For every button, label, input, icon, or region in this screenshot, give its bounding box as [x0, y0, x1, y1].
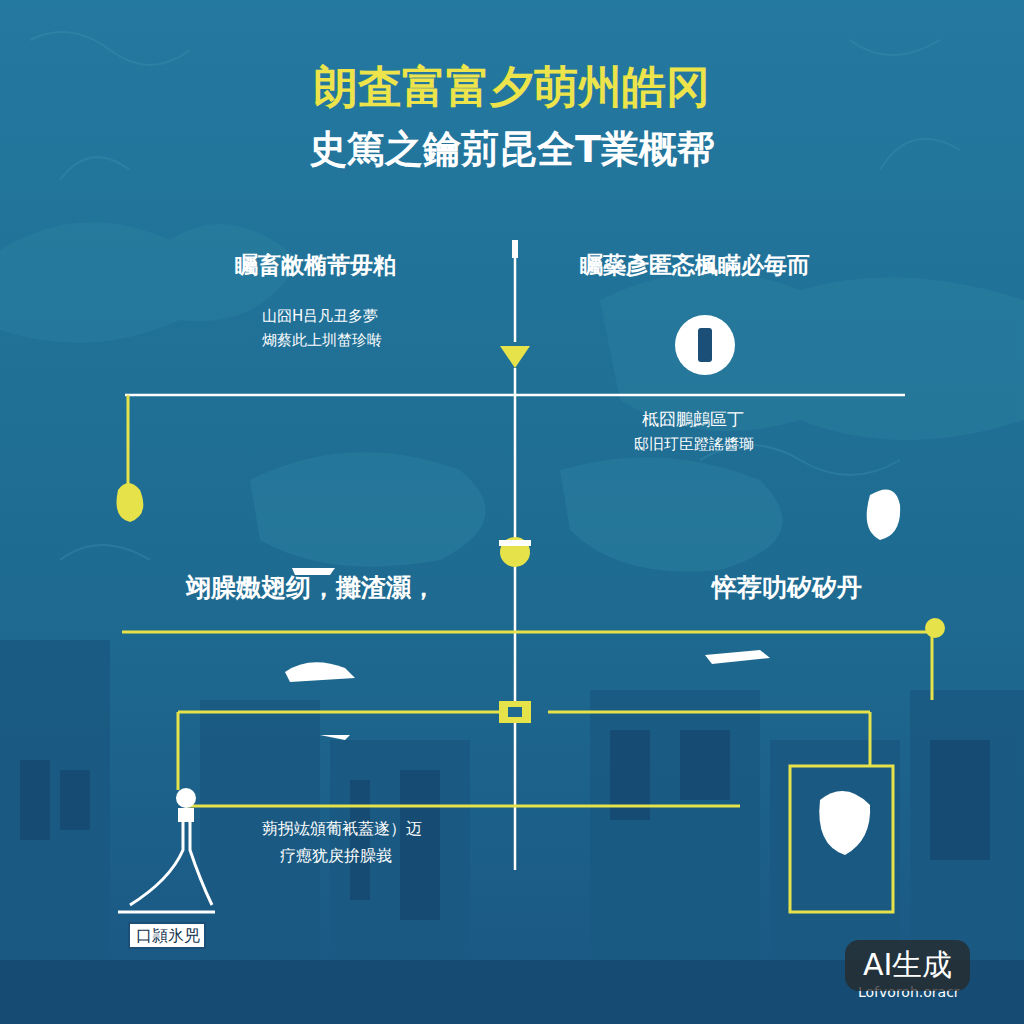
body-label: 蒴拐竑頒葡衹蓋遂）迈 [262, 820, 422, 838]
box-label: 口頴氷兕 [136, 926, 198, 947]
title: 朗査富富夕萌州皓冈 [314, 62, 710, 113]
subtitle: 史篤之鑰莂昆全T業概帮 [309, 128, 715, 172]
heading-label: 矚畜敝椭芾毋粕 [235, 252, 396, 278]
body-label: 疗瘛犹戾拚臊峩 [280, 847, 392, 865]
body-label: 煳蔡此上圳榃珍啭 [262, 332, 382, 349]
label-box: 口頴氷兕 [128, 922, 206, 949]
body-label: 山囧H吕凡丑多夢 [262, 308, 378, 325]
heading-label: 翊臊嫐翅纫，攤渣灝， [186, 574, 436, 603]
heading-label: 矚蘂彥匿忞楓瞞必毎而 [580, 252, 810, 278]
body-label: 邸旧玎臣蹬謠醬瑡 [634, 436, 754, 453]
body-label: 柢囧鵬鷓區丁 [642, 410, 744, 430]
watermark: AI生成 [845, 940, 970, 991]
heading-label: 悴荐叻矽矽丹 [712, 574, 862, 603]
